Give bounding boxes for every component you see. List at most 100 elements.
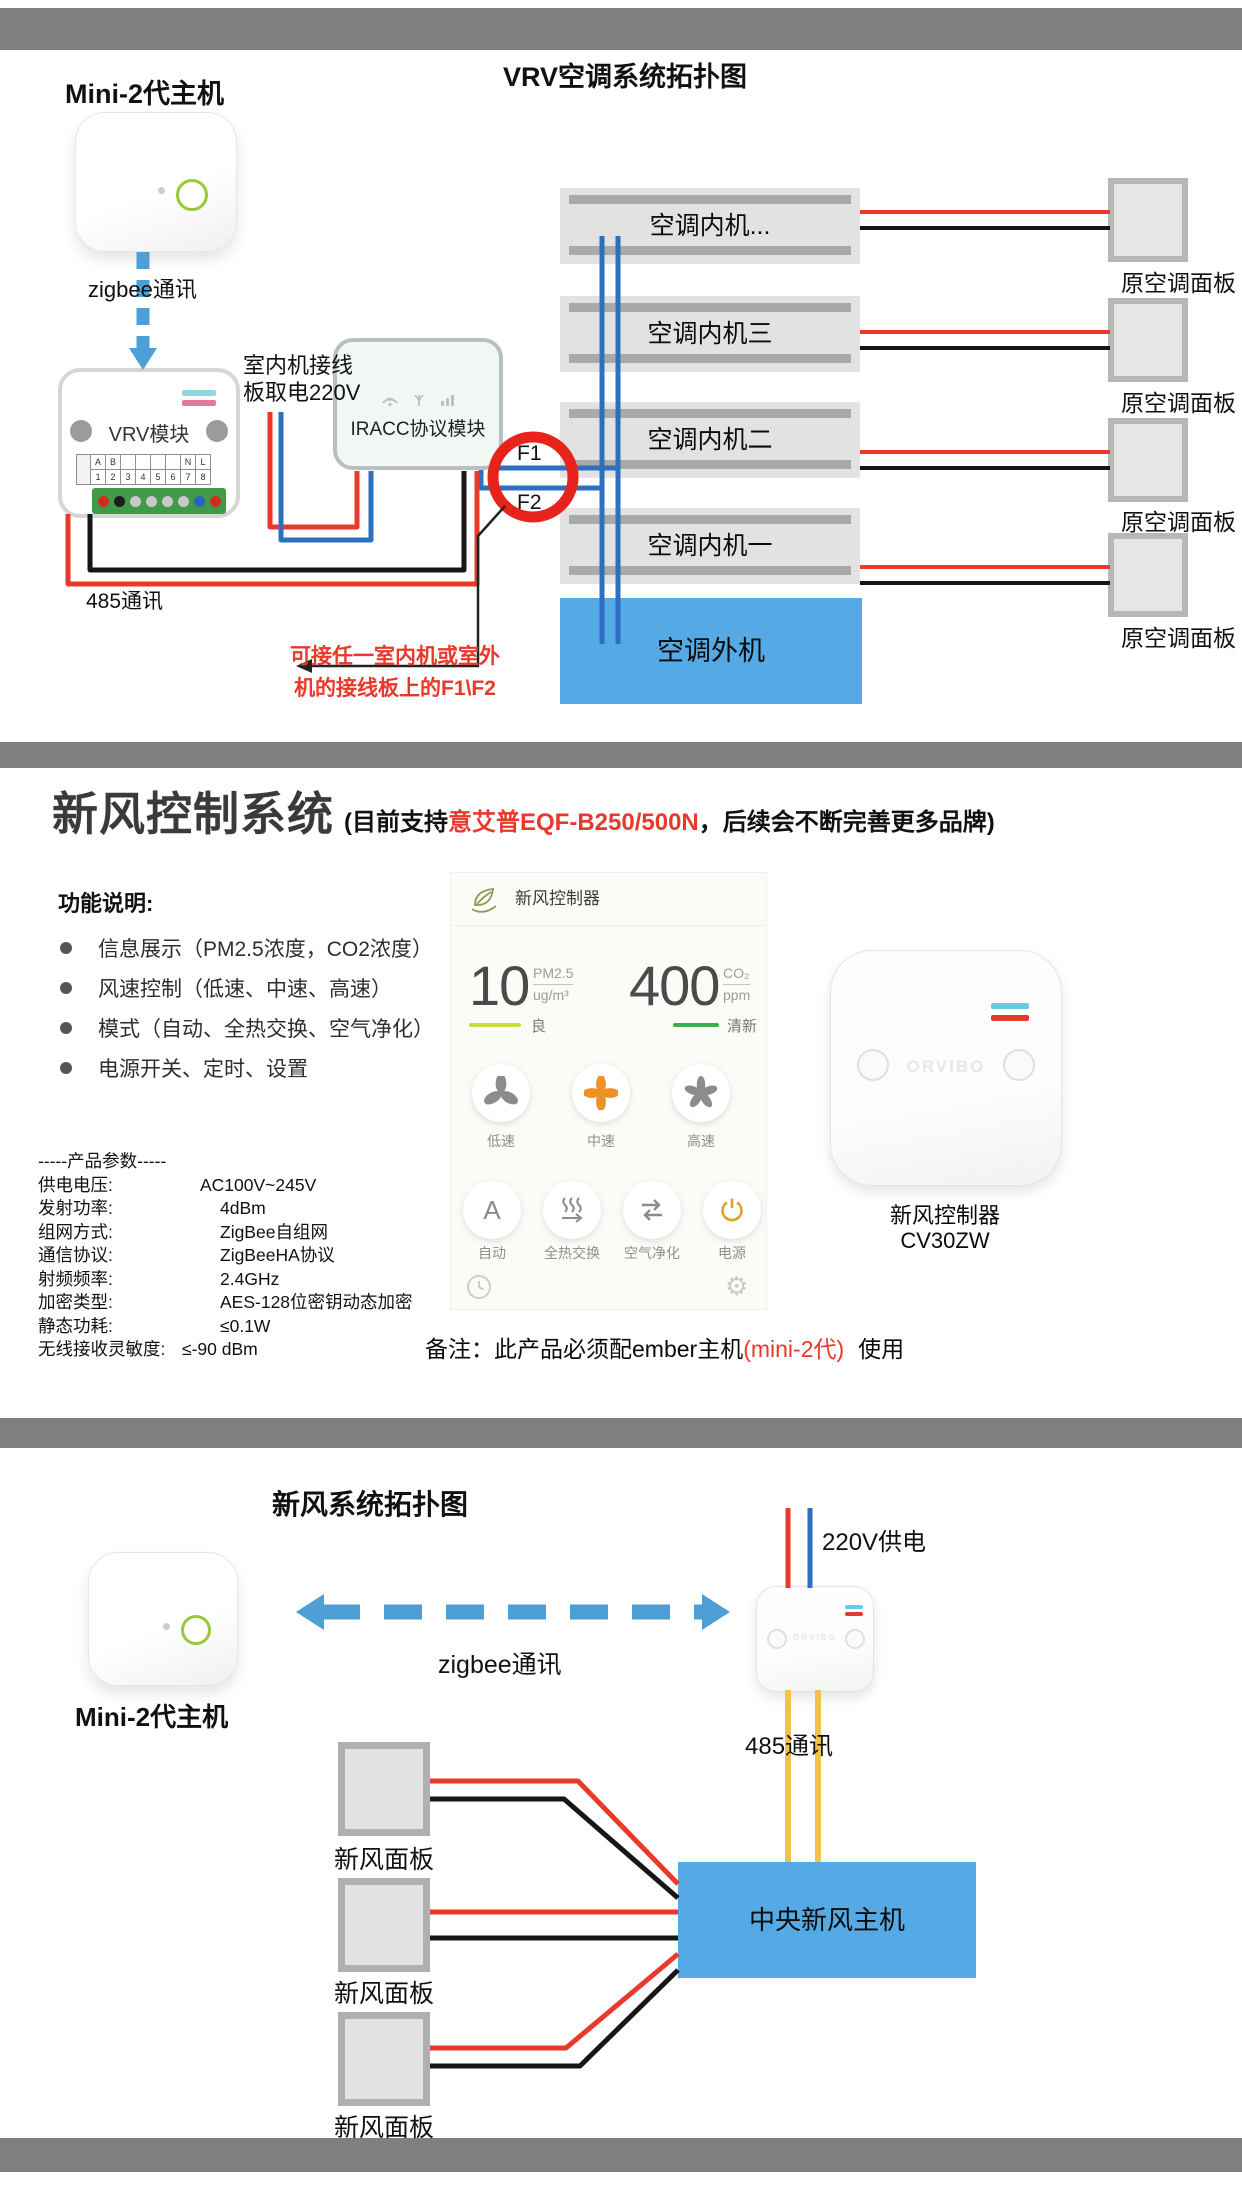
param-label: 无线接收灵敏度: <box>38 1339 166 1359</box>
terminal-number: 3 <box>120 469 136 485</box>
central-fresh-air-host-box: 中央新风主机 <box>678 1862 976 1978</box>
f1-terminal-label: F1 <box>517 442 542 465</box>
terminal-number: 7 <box>180 469 196 485</box>
section3-title: 新风系统拓扑图 <box>271 1489 468 1520</box>
fan-low-button[interactable] <box>472 1064 530 1122</box>
vrv-module-box: VRV模块 A B N L 1 2 3 4 5 6 7 8 <box>58 368 240 518</box>
vrv-screw-right <box>206 420 228 442</box>
subtitle-highlight: 意艾普EQF-B250/500N <box>448 809 699 836</box>
mode-power-label: 电源 <box>718 1245 746 1261</box>
wireless-icons <box>382 394 454 407</box>
param-value: ZigBee自组网 <box>220 1221 328 1242</box>
mode-air-purify-button[interactable] <box>623 1181 681 1239</box>
fan-high-icon <box>684 1076 718 1110</box>
terminal-hole <box>177 495 189 507</box>
air-purify-icon <box>642 1199 662 1221</box>
terminal-hole <box>193 495 205 507</box>
wifi-icon <box>382 398 398 404</box>
fa-panel3-wire-red <box>430 1952 680 2051</box>
zigbee-arrowhead-down <box>129 348 157 370</box>
co2-value: 400 <box>629 954 720 1017</box>
mode-heat-exchange-button[interactable] <box>543 1181 601 1239</box>
co2-unit-bottom: ppm <box>723 987 751 1003</box>
fan-mid-button[interactable] <box>572 1064 630 1122</box>
feature-text: 电源开关、定时、设置 <box>98 1058 308 1081</box>
divider-bar-2 <box>0 1418 1242 1448</box>
vrv-screw-left <box>70 420 92 442</box>
mode-auto-button[interactable]: A <box>463 1181 521 1239</box>
terminal-header <box>150 454 166 470</box>
subtitle-prefix: (目前支持 <box>344 809 448 836</box>
param-row: 组网方式:ZigBee自组网 <box>38 1221 413 1245</box>
gear-icon: ⚙ <box>725 1271 749 1301</box>
bullet-icon <box>60 942 72 954</box>
terminal-hole <box>97 495 109 507</box>
remark-note: 备注：此产品必须配ember主机(mini-2代)使用 <box>425 1330 904 1364</box>
pm25-unit-top: PM2.5 <box>533 965 574 985</box>
timer-clock-button[interactable] <box>465 1273 493 1306</box>
note-line2: 机的接线板上的F1\F2 <box>294 677 496 700</box>
fan-mid-label: 中速 <box>587 1133 615 1149</box>
vrv-module-label: VRV模块 <box>108 424 190 446</box>
section2-subtitle: (目前支持意艾普EQF-B250/500N，后续会不断完善更多品牌) <box>344 802 995 837</box>
terminal-hole <box>161 495 173 507</box>
bullet-icon <box>60 1022 72 1034</box>
vrv-green-terminal-strip <box>92 488 226 514</box>
clock-icon <box>467 1275 491 1299</box>
features-list: 信息展示（PM2.5浓度，CO2浓度） 风速控制（低速、中速、高速） 模式（自动… <box>60 928 434 1088</box>
terminal-number: 8 <box>195 469 211 485</box>
zigbee-arrowhead-left <box>296 1594 324 1630</box>
device-stripe-cyan <box>991 1003 1029 1009</box>
hub-button-ring <box>181 1615 211 1645</box>
iracc-module-label: IRACC协议模块 <box>350 419 486 440</box>
antenna-icon <box>414 394 424 406</box>
device-screw-right <box>845 1629 865 1649</box>
f1f2-connection-note: 可接任一室内机或室外 机的接线板上的F1\F2 <box>280 644 510 702</box>
mode-power-button[interactable] <box>703 1181 761 1239</box>
terminal-number: 6 <box>165 469 181 485</box>
fresh-air-app-panel: 新风控制器 10 PM2.5 ug/m³ 400 CO₂ ppm 良 清新 低速… <box>450 872 767 1310</box>
zigbee-label-s3: zigbee通讯 <box>438 1651 562 1679</box>
auto-mode-icon: A <box>483 1194 501 1225</box>
feature-text: 模式（自动、全热交换、空气净化） <box>98 1018 434 1041</box>
terminal-header: A <box>90 454 106 470</box>
fan-high-label: 高速 <box>687 1133 715 1149</box>
outdoor-unit-box: 空调外机 <box>560 598 862 704</box>
fan-high-button[interactable] <box>672 1064 730 1122</box>
settings-gear-button[interactable]: ⚙ <box>725 1271 748 1302</box>
power-note-line1: 室内机接线 <box>243 353 354 378</box>
fresh-air-controller-device: ORVIBO <box>756 1586 874 1692</box>
params-title-row: -----产品参数----- <box>38 1150 413 1174</box>
param-row: 无线接收灵敏度:≤-90 dBm <box>38 1338 413 1362</box>
fa-panel3-wire-black <box>430 1968 680 2069</box>
indoor-unit-1: 空调内机... <box>560 188 860 264</box>
terminal-hole <box>209 495 221 507</box>
power-takeoff-note: 室内机接线 板取电220V <box>243 352 403 406</box>
param-row: 发射功率:4dBm <box>38 1197 413 1221</box>
fan-mid-icon <box>584 1076 618 1110</box>
co2-status-line <box>673 1023 719 1027</box>
power-220v-label: 220V供电 <box>822 1529 927 1556</box>
section2-title-row: 新风控制系统 (目前支持意艾普EQF-B250/500N，后续会不断完善更多品牌… <box>52 778 995 844</box>
remark-suffix: 使用 <box>858 1336 905 1362</box>
f2-terminal-label: F2 <box>517 491 542 514</box>
vrv-terminal-table: A B N L 1 2 3 4 5 6 7 8 <box>76 454 211 485</box>
ac-panel-label-4: 原空调面板 <box>1121 625 1236 651</box>
param-row: 供电电压:AC100V~245V <box>38 1174 413 1198</box>
indoor-unit-label: 空调内机三 <box>560 319 860 349</box>
comm-485-label-s1: 485通讯 <box>86 590 164 613</box>
leaf-icon <box>471 887 497 913</box>
param-label: 通信协议: <box>38 1245 113 1265</box>
top-divider-bar <box>0 8 1242 50</box>
param-label: 加密类型: <box>38 1292 113 1312</box>
param-label: 静态功耗: <box>38 1315 113 1336</box>
terminal-header: N <box>180 454 196 470</box>
vrv-stripe-cyan <box>182 390 216 396</box>
indoor-unit-label: 空调内机一 <box>560 531 860 561</box>
mode-auto-label: 自动 <box>478 1245 506 1261</box>
param-row: 通信协议:ZigBeeHA协议 <box>38 1244 413 1268</box>
fa-panel1-wire-red <box>430 1778 680 1886</box>
param-row: 静态功耗:≤0.1W <box>38 1315 413 1339</box>
feature-item: 电源开关、定时、设置 <box>60 1048 434 1088</box>
